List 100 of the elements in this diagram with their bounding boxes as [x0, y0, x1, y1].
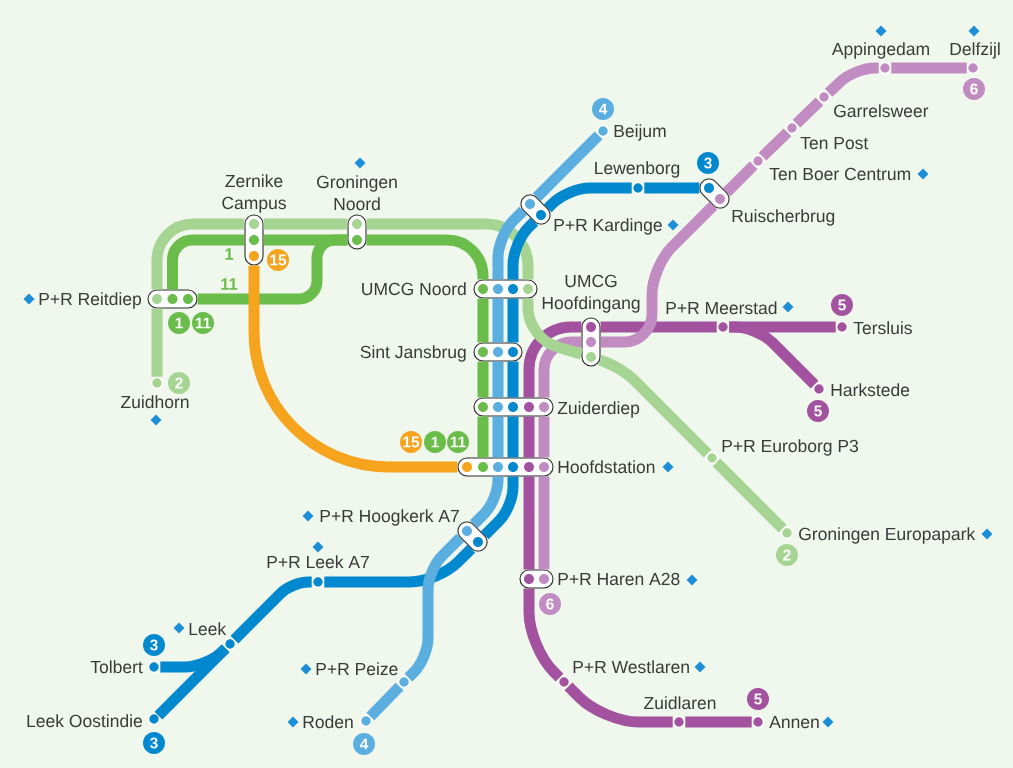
station-name: Zuidhorn — [121, 395, 189, 409]
route-badge: 4 — [353, 733, 375, 755]
station-name: Leek Oostindie — [27, 714, 142, 728]
route-badge: 1 — [168, 312, 190, 334]
route-badge: 5 — [807, 400, 829, 422]
station-name: Delfzijl — [950, 42, 1000, 59]
station-name: P+R Kardinge — [554, 218, 662, 235]
route-line — [523, 588, 564, 682]
station-name: P+R Meerstad — [666, 301, 777, 315]
station-name: Leek — [189, 622, 227, 636]
route-line — [644, 182, 700, 194]
route-line — [230, 576, 314, 644]
route-badge: 2 — [168, 372, 190, 394]
route-line — [151, 218, 245, 290]
route-line — [477, 361, 489, 398]
station-name: Lewenborg — [595, 161, 680, 178]
station-name: Ruischerbrug — [732, 209, 835, 226]
station-name: P+R Euroborg P3 — [722, 439, 859, 456]
route-line — [197, 234, 348, 305]
route-line — [492, 298, 504, 343]
route-line — [366, 218, 534, 280]
station-name: Groningen Noord — [317, 175, 397, 211]
station-name: Sint Jansbrug — [360, 345, 466, 362]
route-line — [477, 416, 489, 458]
station-name: Groningen Europapark — [799, 527, 976, 544]
route-badge: 15 — [400, 431, 422, 453]
route-badge: 3 — [143, 732, 165, 754]
station-name: UMCG Noord — [362, 282, 466, 296]
station-name: P+R Leek A7 — [267, 555, 369, 569]
station-name: Tersluis — [853, 321, 912, 335]
route-line — [891, 62, 967, 74]
route-line — [598, 355, 712, 458]
route-line — [523, 476, 535, 570]
route-line — [492, 206, 528, 280]
route-line — [538, 336, 582, 398]
route-number: 1 — [225, 248, 234, 260]
route-line — [600, 321, 717, 333]
route-line — [477, 298, 489, 343]
route-badge: 3 — [143, 634, 165, 656]
route-line — [522, 298, 584, 360]
station-name: Annen — [769, 715, 819, 729]
route-line — [792, 97, 824, 128]
station-name: Zuidlaren — [644, 696, 716, 710]
station-name: Ten Post — [800, 136, 869, 150]
route-line — [167, 234, 245, 290]
route-line — [538, 416, 550, 458]
route-badge: 3 — [697, 152, 719, 174]
station-name: Beijum — [614, 124, 666, 141]
route-line — [824, 62, 881, 97]
route-badge: 11 — [447, 431, 469, 453]
route-line — [758, 128, 792, 161]
route-line — [151, 308, 163, 377]
route-line — [538, 476, 550, 570]
route-line — [712, 458, 787, 533]
route-line — [507, 361, 519, 398]
route-number: 11 — [221, 278, 238, 290]
route-line — [404, 533, 465, 682]
station-name: Ten Boer Centrum — [769, 167, 910, 181]
route-line — [507, 298, 519, 343]
route-badge: 2 — [776, 544, 798, 566]
station-name: Zuiderdiep — [557, 401, 640, 418]
route-line — [685, 716, 752, 728]
route-line — [564, 682, 673, 728]
station-name: Roden — [303, 715, 353, 729]
route-badge: 1 — [424, 431, 446, 453]
route-line — [492, 361, 504, 398]
station-name: Harkstede — [831, 383, 910, 397]
route-line — [324, 544, 476, 588]
route-line — [469, 474, 504, 529]
route-line — [722, 161, 758, 197]
route-line — [600, 201, 718, 348]
station-name: P+R Haren A28 — [558, 572, 680, 586]
station-name: Garrelsweer — [834, 104, 929, 118]
station-name: UMCG Hoofdingang — [542, 274, 640, 313]
route-line — [248, 265, 458, 473]
route-badge: 15 — [267, 249, 289, 271]
station-name: Zernike Campus — [222, 174, 286, 213]
station-name: Appingedam — [831, 42, 929, 59]
route-badge: 4 — [592, 98, 614, 120]
station-name: P+R Reitdiep — [39, 292, 142, 309]
route-badge: 6 — [963, 78, 985, 100]
route-line — [480, 476, 519, 540]
route-badge: 6 — [539, 593, 561, 615]
route-line — [263, 218, 348, 230]
route-line — [366, 234, 489, 282]
station-name: P+R Peize — [316, 662, 398, 676]
route-line — [366, 682, 404, 721]
route-badge: 11 — [192, 312, 214, 334]
route-line — [523, 416, 535, 458]
route-line — [507, 416, 519, 458]
station-name: Hoofdstation — [558, 460, 655, 474]
route-line — [154, 644, 230, 720]
station-name: P+R Hoogkerk A7 — [320, 509, 459, 526]
route-line — [729, 321, 819, 389]
station-name: Tolbert — [90, 660, 143, 674]
route-line — [492, 416, 504, 458]
route-line — [507, 217, 539, 280]
route-line — [543, 182, 632, 213]
route-badge: 5 — [747, 688, 769, 710]
route-badge: 5 — [831, 294, 853, 316]
